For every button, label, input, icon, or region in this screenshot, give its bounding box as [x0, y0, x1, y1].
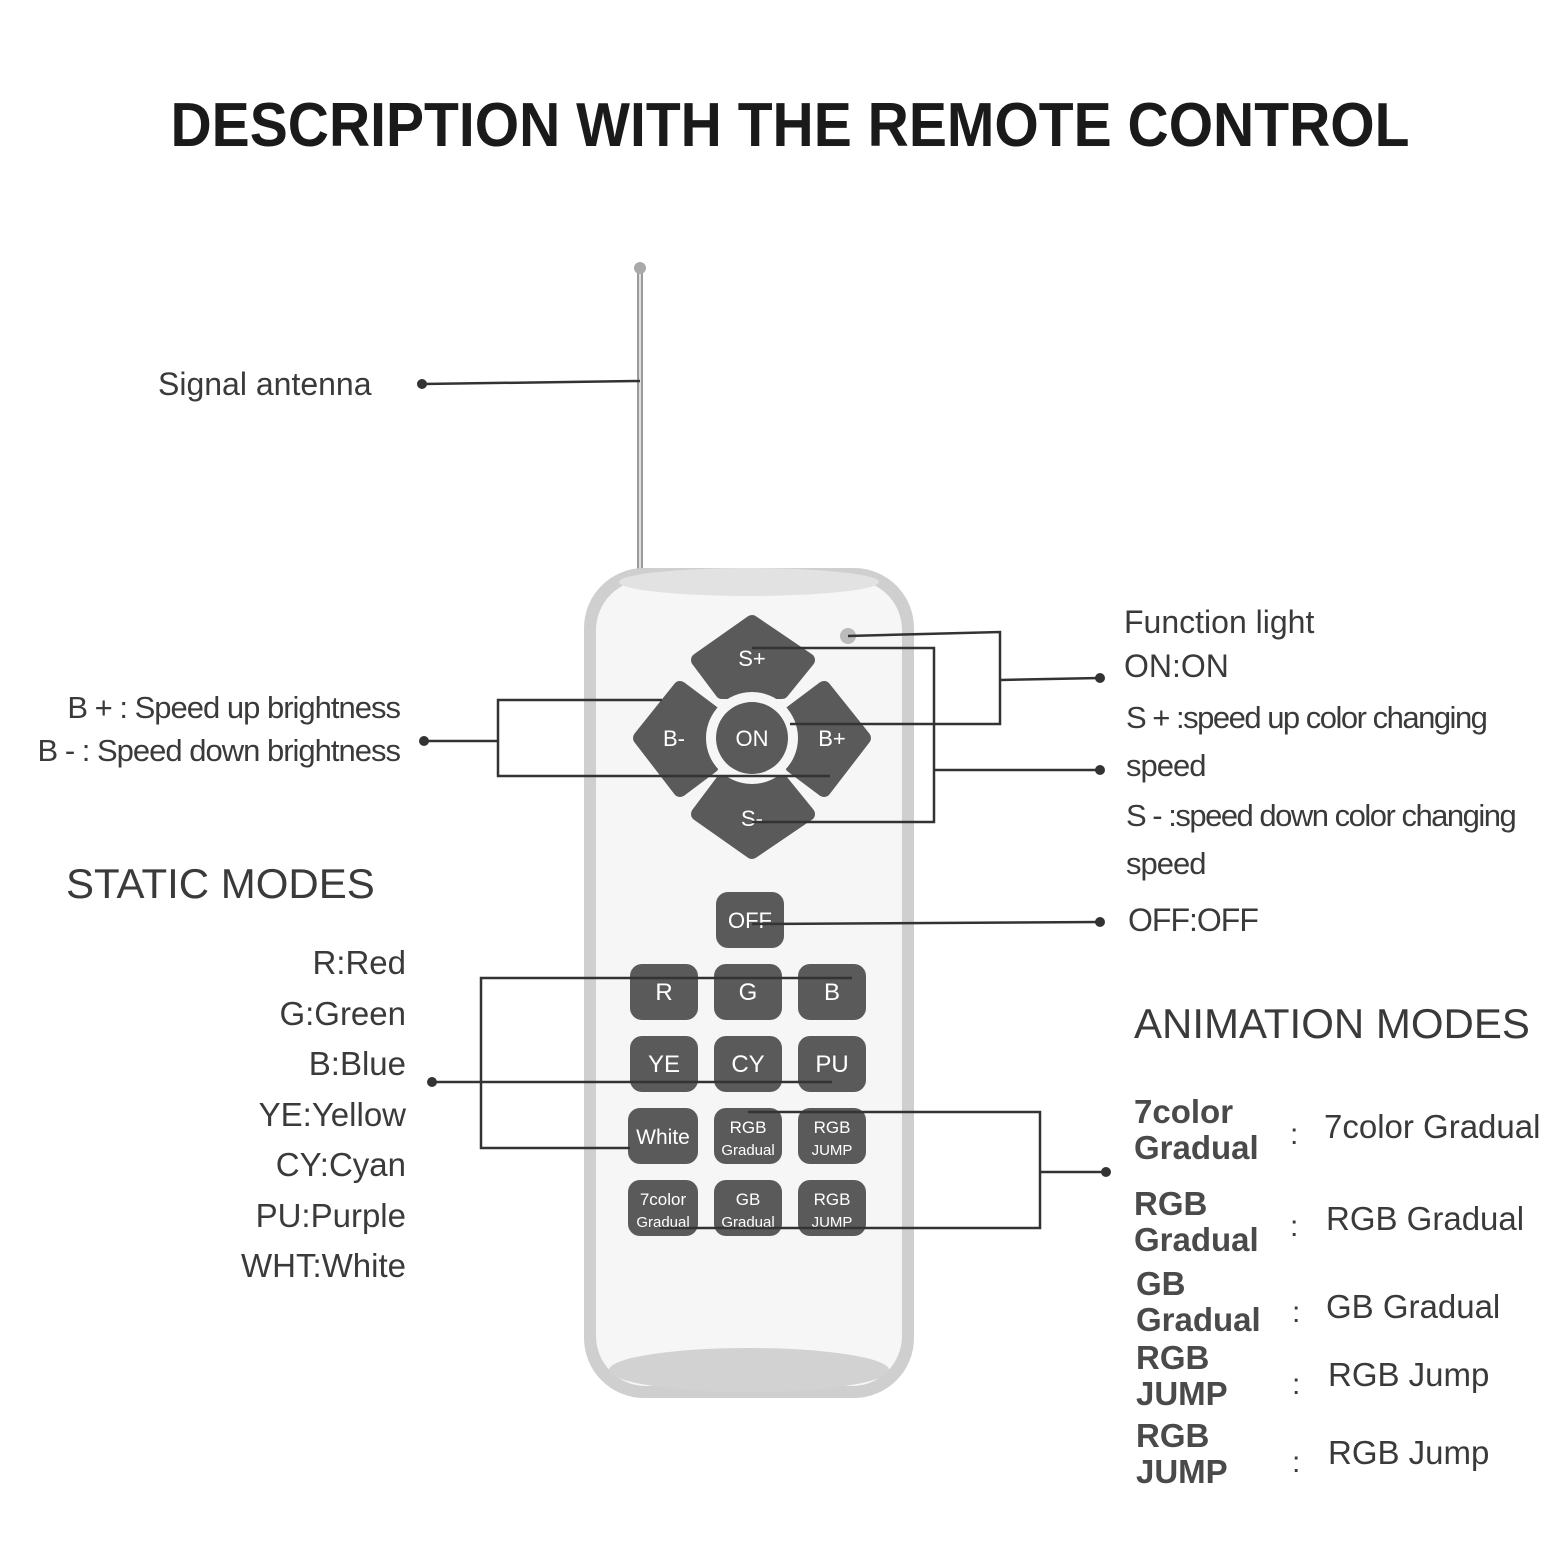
- b-minus-label: B-: [663, 726, 685, 751]
- svg-text:White: White: [636, 1126, 690, 1149]
- dpad: S+ S- B- B+ ON: [633, 615, 871, 859]
- s-minus-description-cont: speed: [1126, 846, 1206, 881]
- svg-text:RGB: RGB: [814, 1190, 851, 1209]
- mode-value: RGB Jump: [1328, 1356, 1490, 1393]
- off-description: OFF:OFF: [1128, 902, 1259, 938]
- b-plus-label: B+: [818, 726, 846, 751]
- s-minus-label: S-: [741, 806, 763, 831]
- mode-separator: :: [1292, 1368, 1301, 1401]
- s-plus-description: S + :speed up color changing: [1126, 700, 1488, 735]
- mode-key: Gradual: [1134, 1129, 1259, 1166]
- s-minus-description: S - :speed down color changing: [1126, 798, 1517, 833]
- on-label: ON: [736, 726, 769, 751]
- svg-text:B: B: [824, 979, 840, 1006]
- mode-key: JUMP: [1136, 1453, 1228, 1490]
- 7color-gradual-button: [628, 1180, 698, 1236]
- mode-key: RGB: [1134, 1185, 1208, 1222]
- mode-separator: :: [1290, 1210, 1299, 1243]
- list-item: CY:Cyan: [275, 1146, 406, 1183]
- mode-key: 7color: [1134, 1093, 1234, 1130]
- list-item: PU:Purple: [255, 1196, 406, 1234]
- function-light-heading: Function light: [1124, 604, 1315, 640]
- gb-gradual-button: [714, 1180, 782, 1236]
- ye-button: [630, 1036, 698, 1092]
- svg-text:OFF: OFF: [728, 908, 772, 933]
- static-modes-list: R:Red G:Green B:Blue YE:Yellow CY:Cyan P…: [150, 944, 406, 1298]
- white-button: [628, 1108, 698, 1164]
- svg-text:7color: 7color: [640, 1190, 687, 1209]
- on-button: [716, 702, 788, 774]
- mode-separator: :: [1292, 1446, 1301, 1479]
- cy-button: [714, 1036, 782, 1092]
- antenna: [634, 262, 646, 580]
- list-item: G:Green: [279, 994, 406, 1032]
- svg-text:Gradual: Gradual: [721, 1142, 774, 1159]
- rgb-gradual-button: [714, 1108, 782, 1164]
- mode-value: GB Gradual: [1326, 1288, 1501, 1325]
- mode-value: RGB Gradual: [1326, 1200, 1525, 1237]
- list-item: R:Red: [312, 944, 406, 981]
- mode-value: 7color Gradual: [1324, 1108, 1541, 1145]
- mode-value: RGB Jump: [1328, 1434, 1490, 1471]
- mode-key: RGB: [1136, 1339, 1210, 1376]
- on-description: ON:ON: [1124, 648, 1229, 684]
- page-title: DESCRIPTION WITH THE REMOTE CONTROL: [170, 91, 1410, 160]
- svg-text:R: R: [655, 979, 672, 1006]
- svg-text:YE: YE: [648, 1051, 680, 1078]
- svg-text:JUMP: JUMP: [812, 1142, 853, 1159]
- s-plus-description-cont: speed: [1126, 748, 1206, 783]
- mode-key: Gradual: [1134, 1221, 1259, 1258]
- mode-key: GB: [1136, 1265, 1186, 1302]
- rgb-jump-button: [798, 1108, 866, 1164]
- mode-buttons: OFF R G B YE CY PU White RGB Gradual RGB…: [628, 892, 866, 1236]
- svg-text:GB: GB: [736, 1190, 761, 1209]
- s-plus-label: S+: [738, 646, 766, 671]
- pu-button: [798, 1036, 866, 1092]
- mode-key: JUMP: [1136, 1375, 1228, 1412]
- mode-separator: :: [1292, 1296, 1301, 1329]
- callout-lines: [421, 379, 1106, 1230]
- antenna-label: Signal antenna: [158, 366, 372, 402]
- mode-separator: :: [1290, 1118, 1299, 1151]
- rgb-jump2-button: [798, 1180, 866, 1236]
- svg-text:RGB: RGB: [814, 1118, 851, 1137]
- svg-text:RGB: RGB: [730, 1118, 767, 1137]
- b-minus-description: B - : Speed down brightness: [37, 733, 401, 768]
- list-item: YE:Yellow: [258, 1095, 406, 1133]
- mode-key: Gradual: [1136, 1301, 1261, 1338]
- animation-modes-heading: ANIMATION MODES: [1134, 1000, 1530, 1047]
- svg-text:G: G: [739, 979, 758, 1006]
- b-plus-description: B + : Speed up brightness: [67, 690, 401, 725]
- list-item: WHT:White: [241, 1247, 406, 1284]
- list-item: B:Blue: [308, 1045, 406, 1082]
- off-button: [716, 892, 784, 948]
- static-modes-heading: STATIC MODES: [66, 860, 375, 907]
- mode-key: RGB: [1136, 1417, 1210, 1454]
- svg-text:CY: CY: [731, 1051, 764, 1078]
- callout-dots: [417, 379, 1111, 1177]
- svg-text:PU: PU: [815, 1051, 848, 1078]
